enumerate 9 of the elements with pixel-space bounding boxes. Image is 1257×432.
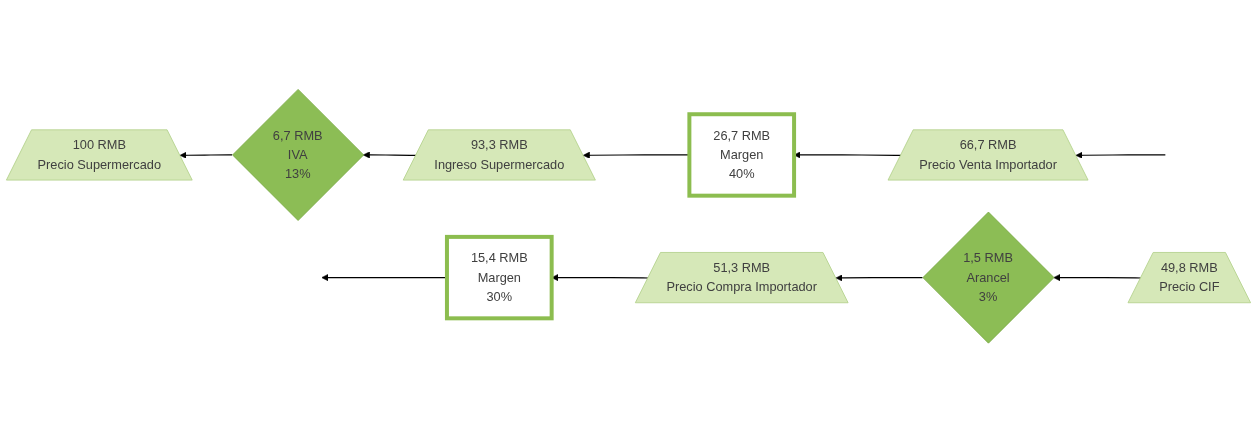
arrow bbox=[179, 151, 233, 159]
arrow bbox=[835, 274, 924, 282]
arrow bbox=[362, 151, 417, 159]
arrow bbox=[1053, 273, 1142, 281]
arrow bbox=[1075, 151, 1166, 159]
node-diamond: 6,7 RMB IVA 13% bbox=[232, 88, 365, 221]
node-box: 26,7 RMB Margen 40% bbox=[687, 111, 797, 198]
node-diamond: 1,5 RMB Arancel 3% bbox=[922, 211, 1055, 344]
node-box: 15,4 RMB Margen 30% bbox=[444, 234, 554, 321]
